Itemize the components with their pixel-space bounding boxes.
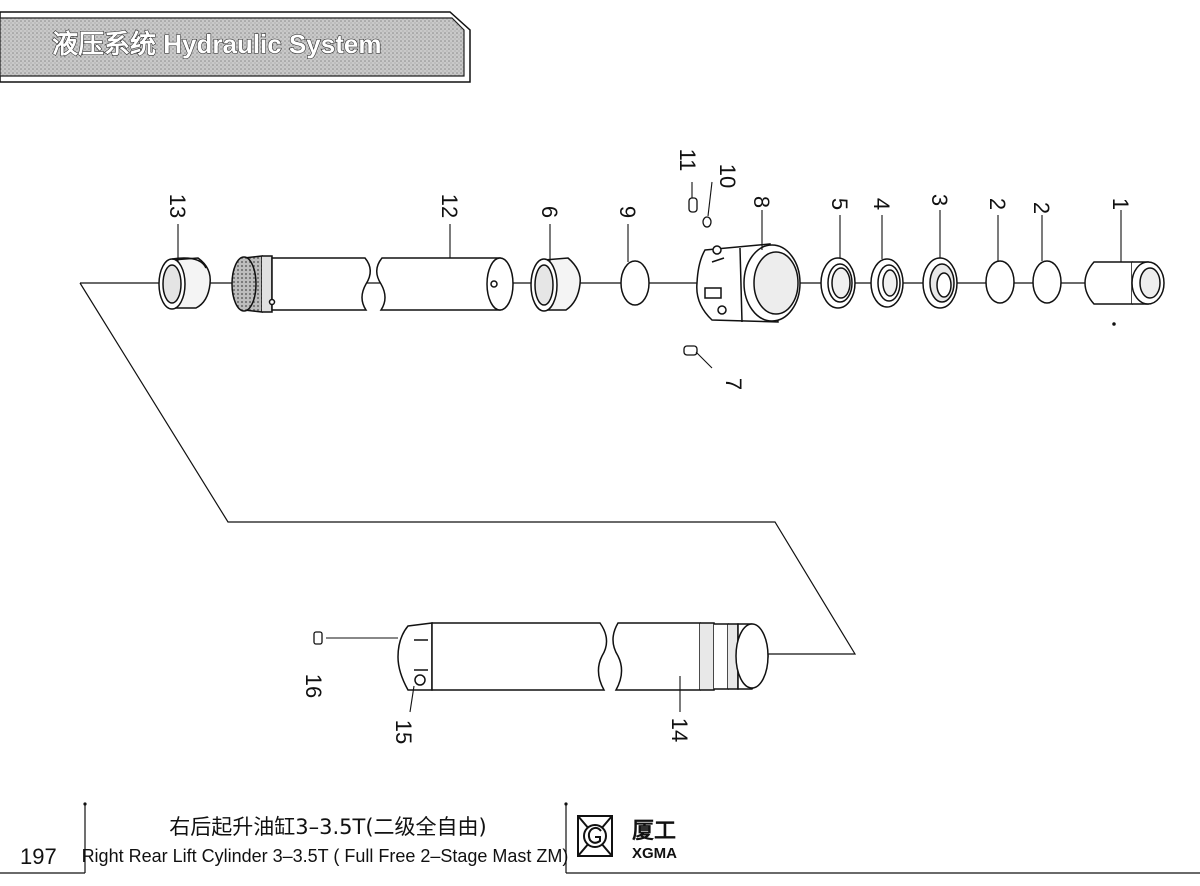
part-6-guide-ring bbox=[530, 257, 581, 312]
page-title: 液压系统 Hydraulic System bbox=[52, 29, 381, 59]
callout-7: 7 bbox=[721, 378, 746, 390]
part-9-o-ring bbox=[620, 260, 650, 306]
footer: 197 右后起升油缸3–3.5T(二级全自由) Right Rear Lift … bbox=[0, 802, 1200, 874]
part-2-o-ring-b bbox=[1032, 260, 1062, 304]
part-12-cylinder-tube bbox=[231, 255, 514, 313]
callout-1: 1 bbox=[1108, 198, 1133, 210]
leader-lines bbox=[177, 181, 1122, 713]
callout-14: 14 bbox=[667, 718, 692, 742]
callout-13: 13 bbox=[165, 194, 190, 218]
header-banner: 液压系统 Hydraulic System bbox=[0, 11, 471, 83]
callout-11: 11 bbox=[675, 149, 700, 172]
xgma-logo: 厦工 XGMA bbox=[577, 815, 677, 862]
callout-numbers: 13 12 6 9 11 10 8 5 4 3 2 2 1 7 16 15 14 bbox=[165, 149, 1133, 745]
part-1-cap bbox=[1084, 261, 1165, 326]
callout-8: 8 bbox=[749, 196, 774, 208]
part-7-pin bbox=[683, 345, 698, 356]
callout-10: 10 bbox=[715, 164, 740, 188]
page-number: 197 bbox=[20, 844, 57, 869]
part-2-o-ring-a bbox=[985, 260, 1015, 304]
part-4-seal bbox=[870, 258, 904, 308]
callout-4: 4 bbox=[869, 198, 894, 210]
callout-16: 16 bbox=[301, 674, 326, 698]
assembly-connector-line bbox=[79, 282, 1085, 655]
part-13-ring bbox=[158, 257, 211, 310]
part-14-piston-rod bbox=[397, 622, 769, 691]
footer-title-en: Right Rear Lift Cylinder 3–3.5T ( Full F… bbox=[82, 846, 569, 866]
callout-15: 15 bbox=[391, 720, 416, 744]
xgma-emblem-icon bbox=[577, 815, 613, 857]
part-16-plug bbox=[313, 631, 323, 645]
callout-2b: 2 bbox=[1029, 202, 1054, 214]
brand-name-en: XGMA bbox=[632, 845, 677, 862]
brand-name-cn: 厦工 bbox=[632, 819, 676, 844]
part-11-pin bbox=[688, 197, 698, 213]
callout-5: 5 bbox=[827, 198, 852, 210]
callout-12: 12 bbox=[437, 194, 462, 218]
callout-6: 6 bbox=[537, 206, 562, 218]
footer-title-cn: 右后起升油缸3–3.5T(二级全自由) bbox=[169, 815, 486, 839]
callout-9: 9 bbox=[615, 206, 640, 218]
callout-2a: 2 bbox=[985, 198, 1010, 210]
callout-3: 3 bbox=[927, 194, 952, 206]
part-10-plug bbox=[702, 216, 712, 228]
part-5-seal bbox=[820, 257, 856, 309]
part-8-gland bbox=[696, 243, 801, 323]
part-3-wiper bbox=[922, 257, 958, 309]
